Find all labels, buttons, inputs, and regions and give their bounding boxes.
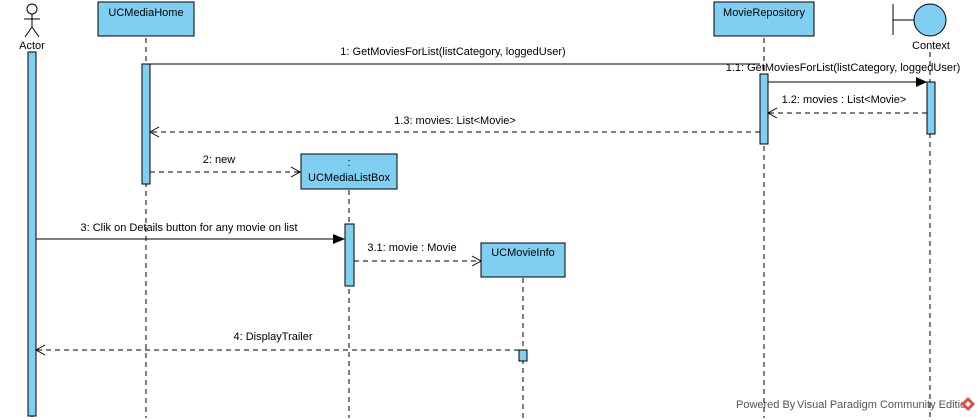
participant-ucmedialistbox[interactable]	[300, 153, 398, 190]
stick-figure-icon	[24, 3, 40, 38]
watermark-product: Visual Paradigm Community Edition	[797, 399, 972, 411]
participant-ucmovieinfo-label: UCMovieInfo	[491, 247, 555, 259]
message-3-label: 3: Clik on Details button for any movie …	[80, 222, 297, 234]
message-1-2-label: 1.2: movies : List<Movie>	[782, 94, 907, 106]
message-1-1-arrowhead	[916, 77, 927, 87]
boundary-icon	[892, 3, 947, 37]
participant-ucmedialistbox-colon: :	[347, 157, 350, 169]
message-1-label: 1: GetMoviesForList(listCategory, logged…	[340, 46, 565, 58]
message-1-3-arrowhead	[148, 126, 160, 138]
actor-label: Actor	[19, 40, 45, 52]
participant-ucmovieinfo[interactable]	[480, 242, 566, 278]
participant-context-label: Context	[912, 40, 950, 52]
participant-ucmediahome[interactable]	[97, 1, 195, 37]
participant-movierepository[interactable]	[713, 1, 815, 37]
message-1-3-label: 1.3: movies: List<Movie>	[394, 115, 516, 127]
activation-movierepository	[759, 73, 769, 145]
activation-ucmedialistbox	[344, 223, 355, 287]
participant-movierepository-label: MovieRepository	[723, 7, 805, 19]
message-2-label: 2: new	[203, 154, 235, 166]
activation-context	[926, 81, 936, 135]
message-3-1-label: 3.1: movie : Movie	[367, 242, 456, 254]
activation-ucmovieinfo	[518, 349, 528, 362]
message-3-arrowhead	[333, 234, 345, 244]
message-4-label: 4: DisplayTrailer	[233, 331, 312, 343]
watermark-powered-by: Powered By	[736, 399, 796, 411]
message-2-arrowhead	[290, 166, 302, 178]
activation-actor	[27, 51, 37, 417]
activation-ucmediahome	[141, 63, 151, 185]
participant-ucmedialistbox-label: UCMediaListBox	[308, 172, 390, 184]
message-1-2-arrowhead	[766, 107, 778, 119]
participant-ucmediahome-label: UCMediaHome	[108, 7, 183, 19]
message-1-1-label: 1.1: GetMoviesForList(listCategory, logg…	[726, 62, 961, 74]
vp-logo-icon	[961, 397, 975, 411]
message-4-arrowhead	[34, 344, 46, 356]
